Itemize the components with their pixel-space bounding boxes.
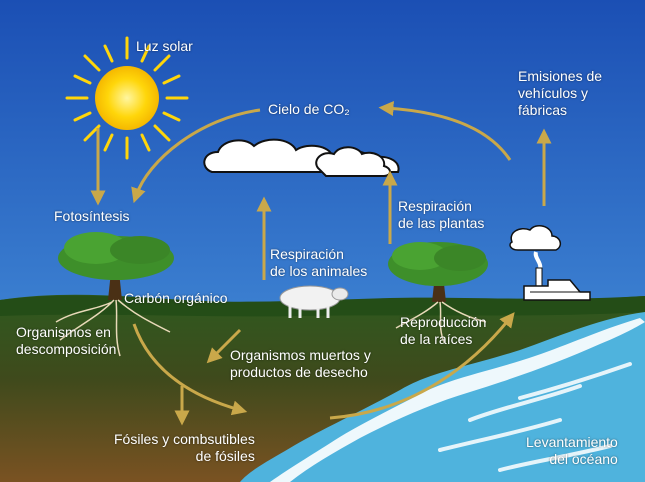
label-fossils: Fósiles y combsutibles de fósiles bbox=[114, 431, 255, 465]
label-plant-respiration-line1: Respiración bbox=[398, 198, 472, 214]
label-dead-organisms-line2: productos de desecho bbox=[230, 364, 368, 380]
label-sunlight: Luz solar bbox=[136, 38, 193, 54]
tree-right-icon bbox=[388, 242, 488, 343]
sun-icon bbox=[65, 36, 189, 160]
label-animal-respiration-line1: Respiración bbox=[270, 246, 344, 262]
label-organic-carbon: Carbón orgánico bbox=[124, 290, 228, 306]
label-fossils-line2: de fósiles bbox=[195, 448, 255, 464]
label-root-respiration-line2: de la raíces bbox=[400, 331, 473, 347]
ocean-foam bbox=[270, 318, 645, 482]
label-fossils-line1: Fósiles y combsutibles bbox=[114, 431, 255, 447]
label-root-respiration-line1: Reproducción bbox=[400, 314, 487, 330]
arrow-to-dead-organisms bbox=[206, 328, 242, 364]
label-root-respiration: Reproducción de la raíces bbox=[400, 314, 486, 348]
label-ocean-uplift: Levantamiento del océano bbox=[526, 434, 618, 468]
arrow-sky-to-photosynthesis bbox=[131, 108, 261, 204]
sheep-icon bbox=[279, 285, 349, 318]
label-plant-respiration-line2: de las plantas bbox=[398, 215, 485, 231]
label-dead-organisms-line1: Organismos muertos y bbox=[230, 347, 371, 363]
tree-left-icon bbox=[55, 232, 174, 357]
label-ocean-uplift-line2: del océano bbox=[549, 451, 618, 467]
label-decomposing-line2: descomposición bbox=[16, 341, 117, 357]
factory-icon bbox=[509, 225, 591, 301]
label-emissions-line3: fábricas bbox=[518, 102, 568, 118]
arrow-decomp-curve bbox=[132, 323, 248, 416]
arrow-ocean-to-roots bbox=[329, 312, 515, 420]
label-decomposing-line1: Organismos en bbox=[16, 324, 111, 340]
label-emissions-line2: vehículos y bbox=[518, 85, 589, 101]
cycle-arrows bbox=[90, 100, 552, 426]
label-plant-respiration: Respiración de las plantas bbox=[398, 198, 484, 232]
label-co2-sky: Cielo de CO₂ bbox=[268, 101, 350, 117]
label-emissions-line1: Emisiones de bbox=[518, 68, 603, 84]
label-decomposing: Organismos en descomposición bbox=[16, 324, 116, 358]
ocean-waves bbox=[438, 362, 632, 472]
label-dead-organisms: Organismos muertos y productos de desech… bbox=[230, 347, 371, 381]
label-ocean-uplift-line1: Levantamiento bbox=[526, 434, 618, 450]
label-animal-respiration-line2: de los animales bbox=[270, 263, 368, 279]
label-photosynthesis: Fotosíntesis bbox=[54, 208, 130, 224]
arrow-emissions-to-sky bbox=[378, 100, 512, 161]
label-emissions: Emisiones de vehículos y fábricas bbox=[518, 68, 602, 119]
label-animal-respiration: Respiración de los animales bbox=[270, 246, 367, 280]
